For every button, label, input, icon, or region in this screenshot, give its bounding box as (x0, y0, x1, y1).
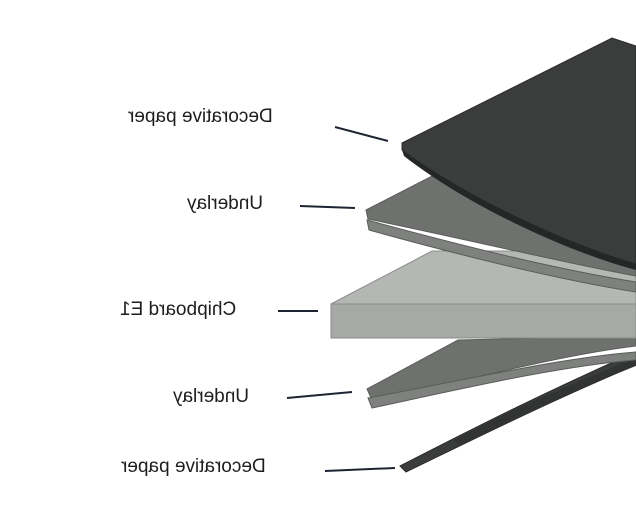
leader-line-top-decorative-paper (334, 126, 389, 142)
leader-line-bottom-decorative-paper (324, 467, 396, 472)
label-bottom-underlay: Underlay (173, 386, 250, 407)
label-top-underlay: Underlay (187, 193, 264, 214)
leader-line-bottom-underlay (286, 391, 353, 399)
label-bottom-decorative-paper: Decorative paper (121, 456, 266, 477)
label-top-decorative-paper: Decorative paper (128, 106, 273, 127)
core-chipboard-slab (330, 250, 636, 339)
leader-lines (278, 126, 396, 472)
leader-line-top-underlay (299, 205, 356, 209)
bottom-decorative-paper-sheet (399, 351, 636, 473)
bottom-underlay-sheet (366, 335, 636, 409)
label-chipboard: Chipboard E1 (120, 299, 237, 320)
